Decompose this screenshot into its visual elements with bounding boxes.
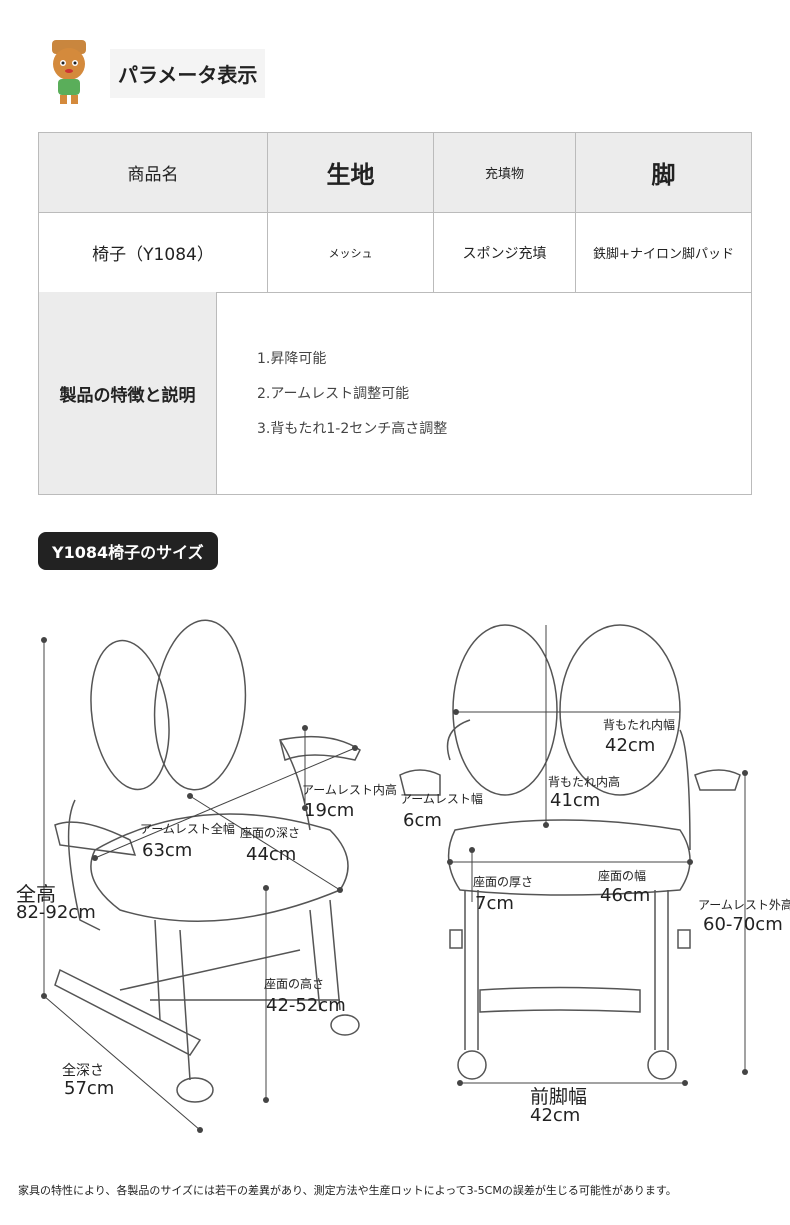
header-product-name: 商品名 xyxy=(38,132,268,213)
dim-back-inner-height-label: 背もたれ内高 xyxy=(548,775,621,789)
dim-armrest-total-width-value: 63cm xyxy=(142,840,193,861)
dim-armrest-width-value: 6cm xyxy=(403,810,442,831)
dim-armrest-total-width-label: アームレスト全幅 xyxy=(140,822,235,836)
side-chair-drawing xyxy=(54,619,361,1103)
chair-diagram xyxy=(41,619,748,1133)
parameter-table: 商品名 生地 充填物 脚 椅子（Y1084） メッシュ スポンジ充填 鉄脚+ナイ… xyxy=(38,132,752,293)
dim-seat-height-label: 座面の高さ xyxy=(264,977,325,991)
dim-armrest-outer-height-label: アームレスト外高 xyxy=(698,898,790,912)
value-product-name: 椅子（Y1084） xyxy=(38,212,268,293)
features-list: 1.昇降可能 2.アームレスト調整可能 3.背もたれ1-2センチ高さ調整 xyxy=(217,292,447,494)
front-chair-drawing xyxy=(399,624,741,1080)
dim-total-depth-label: 全深さ xyxy=(62,1063,104,1079)
dim-armrest-inner-height-label: アームレスト内高 xyxy=(302,783,397,797)
dim-seat-thickness-label: 座面の厚さ xyxy=(473,875,534,889)
dim-total-height-value: 82-92cm xyxy=(16,902,96,923)
dim-armrest-outer-height-value: 60-70cm xyxy=(703,914,783,935)
dim-seat-depth-label: 座面の深さ xyxy=(240,826,301,840)
section-header: パラメータ表示 xyxy=(38,38,266,108)
dim-armrest-inner-height-value: 19cm xyxy=(304,800,355,821)
header-legs: 脚 xyxy=(575,132,752,213)
dim-seat-width-value: 46cm xyxy=(600,885,651,906)
dim-front-leg-width-label: 前脚幅 xyxy=(530,1086,588,1108)
dim-seat-depth-value: 44cm xyxy=(246,844,297,865)
features-row: 製品の特徴と説明 1.昇降可能 2.アームレスト調整可能 3.背もたれ1-2セン… xyxy=(38,292,752,495)
dim-back-inner-height-value: 41cm xyxy=(550,790,601,811)
mascot-icon xyxy=(52,40,86,104)
value-fabric: メッシュ xyxy=(267,212,434,293)
size-badge: Y1084椅子のサイズ xyxy=(38,532,218,570)
header-fabric: 生地 xyxy=(267,132,434,213)
features-label: 製品の特徴と説明 xyxy=(39,292,217,494)
dimension-points xyxy=(41,637,748,1133)
dim-armrest-width-label: アームレスト幅 xyxy=(400,792,483,806)
header-filling: 充填物 xyxy=(433,132,576,213)
section-title: パラメータ表示 xyxy=(110,48,266,98)
feature-item: 1.昇降可能 xyxy=(257,351,327,367)
feature-item: 3.背もたれ1-2センチ高さ調整 xyxy=(257,421,448,437)
dim-total-height-label: 全高 xyxy=(16,882,56,906)
size-tolerance-note: 家具の特性により、各製品のサイズには若干の差異があり、測定方法や生産ロットによっ… xyxy=(18,1184,677,1197)
dim-front-leg-width-value: 42cm xyxy=(530,1105,581,1126)
dim-back-inner-width-value: 42cm xyxy=(605,735,656,756)
value-filling: スポンジ充填 xyxy=(433,212,576,293)
dim-total-depth-value: 57cm xyxy=(64,1078,115,1099)
dim-seat-thickness-value: 7cm xyxy=(475,893,514,914)
dim-seat-width-label: 座面の幅 xyxy=(598,869,647,883)
dimension-lines xyxy=(43,625,746,1131)
dim-seat-height-value: 42-52cm xyxy=(266,995,346,1016)
feature-item: 2.アームレスト調整可能 xyxy=(257,386,410,402)
value-legs: 鉄脚+ナイロン脚パッド xyxy=(575,212,752,293)
dim-back-inner-width-label: 背もたれ内幅 xyxy=(603,718,676,732)
